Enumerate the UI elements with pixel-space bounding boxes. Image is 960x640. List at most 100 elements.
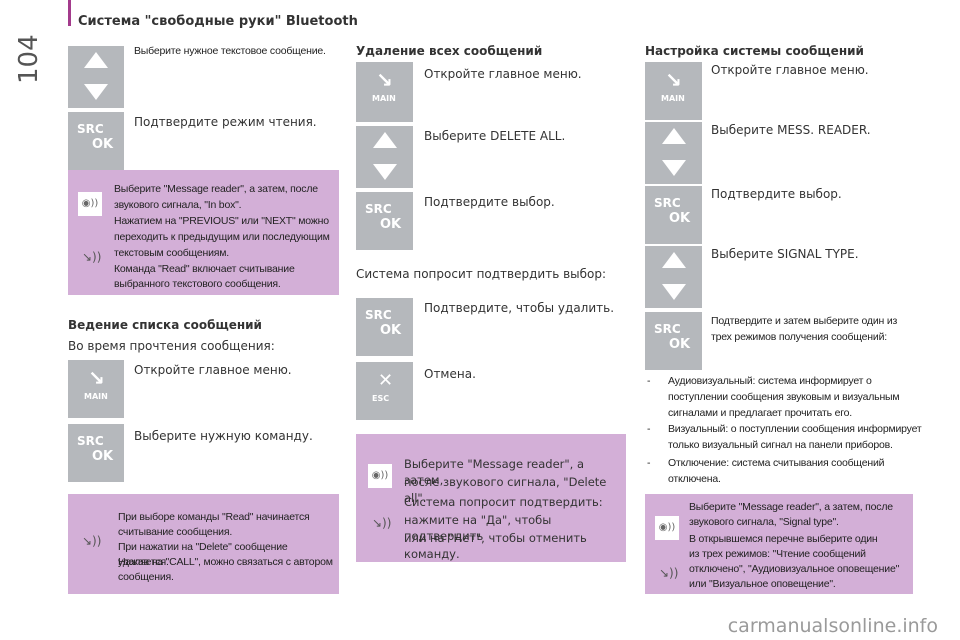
main-phone-icon: ↘ (88, 366, 105, 390)
panel-line: считывание сообщения. (118, 526, 233, 538)
step-confirm: Подтвердите выбор. (424, 195, 555, 209)
bullet-dash: - (647, 375, 651, 387)
panel-line: В открывшемся перечне выберите один (689, 533, 878, 545)
main-phone-icon: ↘ (376, 68, 393, 92)
main-button[interactable]: ↘ MAIN (356, 62, 413, 122)
step-open-menu: Откройте главное меню. (424, 67, 582, 81)
panel-line: Выберите "Message reader", а затем, (404, 457, 585, 487)
main-label: MAIN (661, 94, 685, 103)
step-signal-type: Выберите SIGNAL TYPE. (711, 247, 859, 261)
up-down-button[interactable] (645, 122, 702, 184)
page-number: 104 (14, 34, 44, 84)
arrow-up-icon (84, 52, 108, 68)
phone-voice-icon: ↘)) (82, 534, 102, 548)
arrow-up-icon (661, 128, 686, 144)
arrow-down-icon (372, 164, 397, 180)
up-down-button[interactable] (68, 46, 124, 108)
panel-line: сообщения. (118, 571, 174, 583)
panel-line: отключено", "Аудиовизуальное оповещение" (689, 563, 900, 575)
section-title-settings: Настройка системы сообщений (645, 44, 864, 58)
phone-voice-icon: ↘)) (372, 516, 392, 530)
main-button[interactable]: ↘ MAIN (645, 62, 702, 120)
page-title: Система "свободные руки" Bluetooth (78, 14, 358, 29)
arrow-down-icon (661, 160, 686, 176)
src-label: SRC (77, 122, 104, 136)
bullet-line: сигналами и предлагает прочитать его. (668, 407, 852, 419)
src-label: SRC (365, 308, 392, 322)
src-label: SRC (77, 434, 104, 448)
voice-icon: ◉)) (655, 516, 679, 540)
panel-line: звукового сигнала, "Signal type". (689, 516, 839, 528)
main-label: MAIN (372, 94, 396, 103)
arrow-down-icon (84, 84, 108, 100)
esc-icon: ✕ (378, 370, 394, 391)
esc-label: ESC (372, 394, 390, 403)
bullet-dash: - (647, 423, 651, 435)
panel-line: При выборе команды "Read" начинается (118, 511, 310, 523)
panel-line: или "Визуальное оповещение". (689, 578, 836, 590)
bullet-dash: - (647, 457, 651, 469)
up-down-button[interactable] (356, 126, 413, 188)
ok-label: OK (92, 449, 114, 464)
panel-line: Система попросит подтвердить: (404, 495, 603, 509)
panel-line: или на "Нет", чтобы отменить команду. (404, 531, 587, 561)
step-cancel: Отмена. (424, 367, 476, 381)
step-confirm-read: Подтвердите режим чтения. (134, 115, 317, 129)
bullet-line: Аудиовизуальный: система информирует о (668, 375, 872, 387)
panel-line: звукового сигнала, "In box". (114, 199, 242, 211)
panel-line: текстовым сообщениям. (114, 247, 229, 259)
step-confirm-mode: Подтвердите и затем выберите один из (711, 315, 898, 327)
bullet-line: только визуальный сигнал на панели прибо… (668, 439, 893, 451)
arrow-down-icon (661, 284, 686, 300)
step-confirm-delete: Подтвердите, чтобы удалить. (424, 301, 615, 315)
step-delete-all: Выберите DELETE ALL. (424, 129, 566, 143)
voice-icon: ◉)) (368, 464, 392, 488)
ok-label: OK (92, 137, 114, 152)
phone-voice-icon: ↘)) (659, 566, 679, 580)
ok-label: OK (669, 211, 691, 226)
step-select-command: Выберите нужную команду. (134, 429, 313, 443)
arrow-up-icon (661, 252, 686, 268)
panel-line: переходить к предыдущим или последующим (114, 231, 330, 243)
main-button[interactable]: ↘ MAIN (68, 360, 124, 418)
up-down-button[interactable] (645, 246, 702, 308)
main-phone-icon: ↘ (665, 68, 682, 92)
step-mess-reader: Выберите MESS. READER. (711, 123, 871, 137)
panel-line: выбранного текстового сообщения. (114, 278, 281, 290)
info-panel-reader: ◉)) ↘)) Выберите "Message reader", а зат… (68, 170, 339, 295)
src-label: SRC (365, 202, 392, 216)
panel-line: При нажатии на "Delete" сообщение удаляе… (118, 541, 288, 568)
main-label: MAIN (84, 392, 108, 401)
bullet-line: отключена. (668, 473, 721, 485)
edge-bar (68, 0, 71, 26)
ok-label: OK (669, 337, 691, 352)
info-panel-list: ↘)) При выборе команды "Read" начинается… (68, 494, 339, 594)
phone-voice-icon: ↘)) (82, 250, 102, 264)
step-open-menu: Откройте главное меню. (134, 363, 292, 377)
step-confirm: Подтвердите выбор. (711, 187, 842, 201)
esc-button[interactable]: ✕ ESC (356, 362, 413, 420)
info-panel-delete: ◉)) ↘)) Выберите "Message reader", а зат… (356, 434, 626, 562)
bullet-line: Визуальный: о поступлении сообщения инфо… (668, 423, 922, 435)
panel-line: Нажав на "CALL", можно связаться с автор… (118, 556, 333, 568)
ok-label: OK (380, 217, 402, 232)
system-asks: Система попросит подтвердить выбор: (356, 267, 607, 281)
section-title-list: Ведение списка сообщений (68, 318, 262, 332)
panel-line: Выберите "Message reader", а затем, посл… (689, 501, 893, 513)
panel-line: нажмите на "Да", чтобы подтвердить (404, 513, 552, 543)
src-label: SRC (654, 322, 681, 336)
bullet-line: поступлении сообщения звуковым и визуаль… (668, 391, 900, 403)
watermark-text: carmanualsonline.info (727, 615, 938, 637)
step-select-message: Выберите нужное текстовое сообщение. (134, 45, 326, 57)
step-confirm-mode: трех режимов получения сообщений: (711, 331, 887, 343)
arrow-up-icon (372, 132, 397, 148)
ok-label: OK (380, 323, 402, 338)
panel-line: Нажатием на "PREVIOUS" или "NEXT" можно (114, 215, 329, 227)
section-intro: Во время прочтения сообщения: (68, 339, 275, 353)
